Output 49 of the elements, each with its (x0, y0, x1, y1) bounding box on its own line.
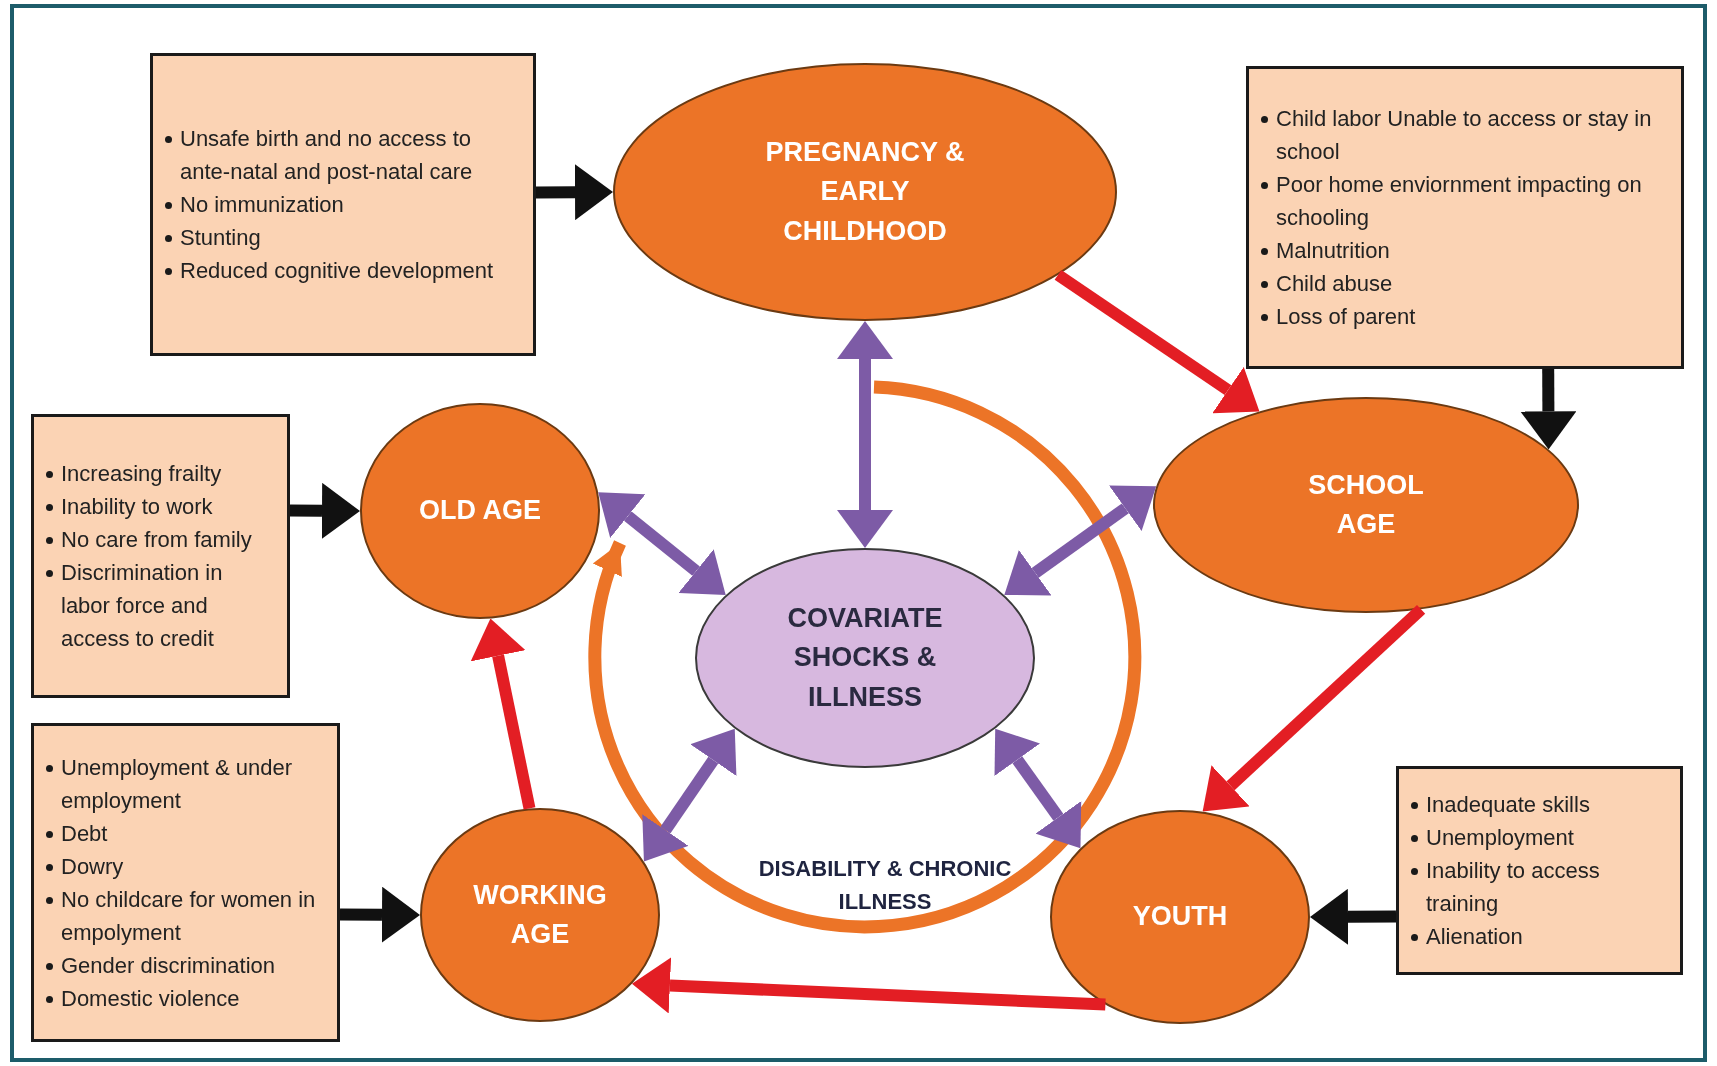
risk-list-box (31, 723, 340, 1042)
stage-label: OLD AGE (418, 494, 542, 528)
list-item-text: Reduced cognitive development (180, 257, 494, 285)
list-item-text: Loss of parent (1276, 303, 1416, 331)
arrow (470, 618, 536, 810)
arrow (339, 886, 420, 943)
list-item-text: Dowry (61, 852, 124, 881)
risk-list-box (150, 53, 536, 356)
arrow (631, 957, 1106, 1014)
list-item-text: Gender discrimination (61, 951, 275, 980)
stage-label: SCHOOL AGE (1307, 468, 1425, 541)
arrow (1520, 368, 1577, 450)
risk-list-box (1246, 66, 1684, 369)
list-item-text: Debt (61, 819, 108, 848)
double-arrow (598, 492, 726, 595)
list-item-text: Inadequate skills (1426, 791, 1590, 819)
list-item-text: Unemployment (1426, 824, 1574, 852)
arrow (1054, 269, 1260, 414)
list-item-text: Alienation (1426, 923, 1523, 951)
arrow (1310, 888, 1397, 945)
list-item-text: Increasing frailty (61, 460, 222, 488)
double-arrow (994, 728, 1082, 849)
double-arrow (837, 321, 893, 548)
list-item-text: Inability to work (61, 493, 213, 521)
stage-label: PREGNANCY & EARLY CHILDHOOD (765, 136, 965, 248)
stage-label: YOUTH (1131, 900, 1229, 934)
double-arrow (642, 728, 737, 862)
list-item-text: Stunting (180, 224, 261, 252)
stage-label: COVARIATE SHOCKS & ILLNESS (786, 602, 944, 714)
list-item-text: Inability to access training (1426, 857, 1601, 918)
list-item-text: No immunization (180, 191, 344, 219)
list-item-text: Unsafe birth and no access to ante-natal and post-natal care (180, 125, 474, 186)
list-item-text: Discrimination in labor force and access to credit (61, 559, 224, 653)
arrow (1202, 604, 1426, 812)
risk-list-box (1396, 766, 1683, 975)
double-arrow (1004, 485, 1157, 596)
list-item-text: No childcare for women in empolyment (61, 885, 317, 947)
list-item-text: Domestic violence (61, 984, 240, 1013)
list-item-text: Malnutrition (1276, 237, 1390, 265)
list-item-text: Child abuse (1276, 270, 1393, 298)
list-item-text: Unemployment & under employment (61, 753, 294, 815)
arrow (535, 164, 613, 221)
center-caption: DISABILITY & CHRONIC ILLNESS (757, 855, 1013, 916)
arrow (289, 482, 360, 539)
list-item-text: No care from family (61, 526, 252, 554)
risk-list-box (31, 414, 290, 698)
list-item-text: Child labor Unable to access or stay in school (1276, 105, 1653, 166)
stage-label: WORKING AGE (472, 878, 608, 951)
list-item-text: Poor home enviornment impacting on schooling (1276, 171, 1643, 232)
